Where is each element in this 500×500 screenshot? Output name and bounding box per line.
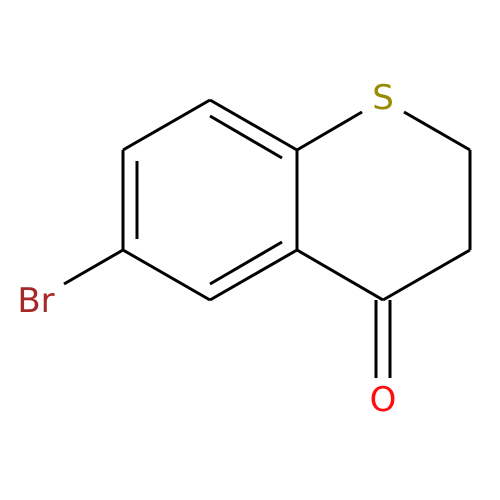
bond-c3-c4 bbox=[382, 248, 471, 302]
bond-s1-c2 bbox=[403, 110, 471, 152]
oxygen-atom-label: O bbox=[370, 380, 397, 420]
aromatic-inner-bond-c5-c4a bbox=[209, 240, 283, 286]
carbonyl-group bbox=[374, 300, 392, 378]
bond-c4-c4a bbox=[296, 248, 384, 302]
benzene-ring bbox=[121, 98, 299, 302]
bond-c6-br bbox=[63, 248, 124, 286]
aromatic-inner-bond-c8a-c8 bbox=[209, 114, 283, 160]
bond-c8-c7 bbox=[122, 98, 211, 152]
sulfur-atom-label: S bbox=[372, 78, 394, 118]
bond-c5-c4a bbox=[209, 248, 298, 302]
bromine-atom-label: Br bbox=[17, 281, 54, 321]
thiopyranone-ring bbox=[296, 110, 472, 302]
bond-c6-c5 bbox=[122, 248, 211, 302]
bond-c8a-s1 bbox=[296, 110, 363, 152]
bond-c8a-c8 bbox=[209, 98, 298, 152]
